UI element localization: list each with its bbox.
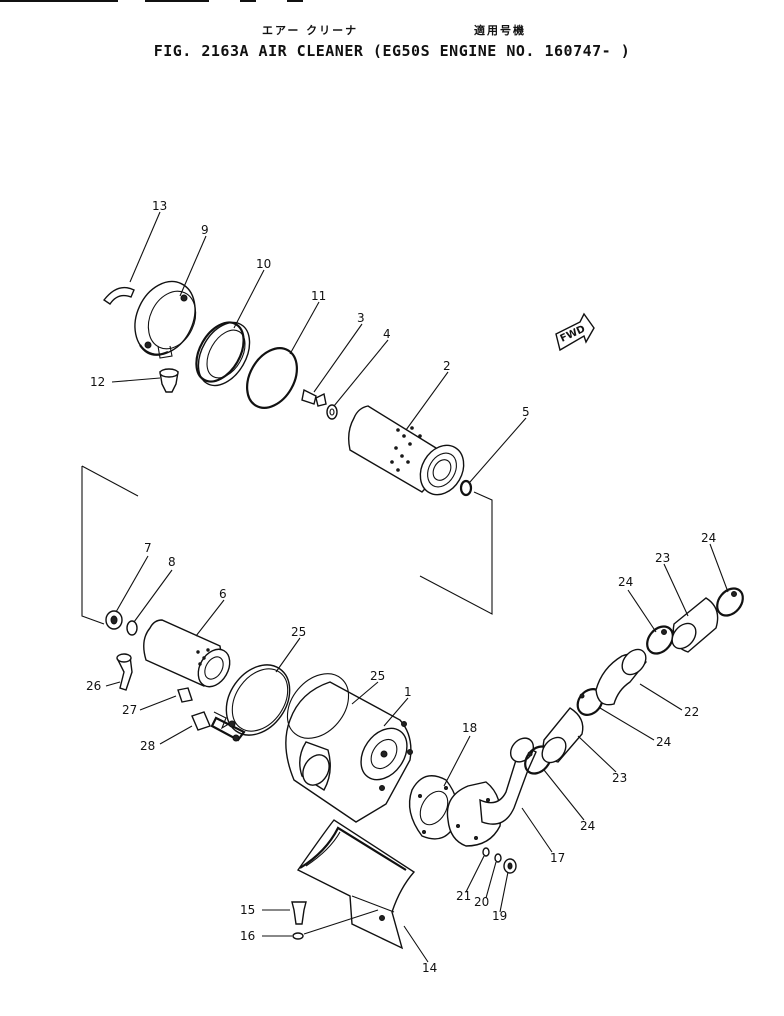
part-17-elbow: [446, 737, 537, 847]
callout-24-mid: 24: [656, 735, 671, 749]
callout-24-upper-right: 24: [701, 531, 716, 545]
callout-2: 2: [443, 359, 451, 373]
callout-labels: 13 9 10 11 3 4 2 5 12 7 8 6 25 25 1 26 2…: [86, 199, 716, 975]
leader-lines: [105, 211, 729, 963]
part-3-wing-nut: [301, 388, 327, 407]
part-24-clamp-upper-left: [646, 625, 674, 655]
top-edge-mark: [287, 0, 303, 2]
part-20-washer: [494, 853, 502, 863]
callout-13: 13: [152, 199, 167, 213]
part-13-clip: [102, 286, 135, 305]
bracket-lines: [81, 465, 493, 625]
callout-1: 1: [404, 685, 412, 699]
callout-21: 21: [456, 889, 471, 903]
callout-26: 26: [86, 679, 101, 693]
part-19-nut: [503, 858, 517, 874]
part-9-cover: [134, 280, 197, 359]
callout-28: 28: [140, 739, 155, 753]
top-edge-mark: [145, 0, 209, 2]
part-1-air-cleaner-body: [285, 673, 413, 823]
callout-12: 12: [90, 375, 105, 389]
part-22-elbow-hose: [595, 648, 647, 706]
part-14-bracket: [296, 819, 416, 950]
top-edge-mark: [240, 0, 256, 2]
callout-6: 6: [219, 587, 227, 601]
part-6-inner-element: [143, 619, 231, 688]
part-23-hose-lower: [541, 707, 584, 764]
part-24-clamp-upper-right: [716, 587, 744, 617]
callout-20: 20: [474, 895, 489, 909]
part-10-element: [195, 321, 251, 387]
part-28-collar: [191, 711, 211, 731]
callout-15: 15: [240, 903, 255, 917]
part-15-bolt: [291, 901, 307, 925]
callout-22: 22: [684, 705, 699, 719]
part-27-collar: [177, 687, 193, 703]
part-21-washer: [482, 847, 490, 857]
callout-8: 8: [168, 555, 176, 569]
part-23-hose-upper: [671, 597, 719, 653]
callout-24-lower: 24: [580, 819, 595, 833]
callout-18: 18: [462, 721, 477, 735]
callout-16: 16: [240, 929, 255, 943]
callout-25-lower: 25: [370, 669, 385, 683]
fwd-arrow-icon: FWD: [555, 312, 595, 352]
callout-10: 10: [256, 257, 271, 271]
callout-7: 7: [144, 541, 152, 555]
callout-17: 17: [550, 851, 565, 865]
figure-title: FIG. 2163A AIR CLEANER (EG50S ENGINE NO.…: [153, 42, 631, 60]
callout-23-upper: 23: [655, 551, 670, 565]
part-7-nut: [105, 610, 123, 630]
part-11-o-ring: [246, 347, 298, 409]
part-4-washer: [326, 404, 338, 420]
part-8-washer: [126, 620, 138, 636]
part-5-o-ring: [459, 479, 473, 497]
callout-4: 4: [383, 327, 391, 341]
part-25-band-upper: [210, 664, 291, 742]
callout-27: 27: [122, 703, 137, 717]
part-2-outer-element: [347, 405, 465, 496]
part-16-washer: [292, 932, 304, 940]
callout-23-lower: 23: [612, 771, 627, 785]
callout-19: 19: [492, 909, 507, 923]
part-26-bolt: [116, 653, 133, 691]
callout-14: 14: [422, 961, 437, 975]
title-japanese-right: 適用号機: [474, 24, 526, 37]
callout-9: 9: [201, 223, 209, 237]
part-12-valve: [159, 368, 179, 393]
callout-11: 11: [311, 289, 326, 303]
callout-24-upper-left: 24: [618, 575, 633, 589]
title-japanese-left: エアー クリーナ: [262, 24, 359, 37]
callout-3: 3: [357, 311, 365, 325]
callout-25-upper: 25: [291, 625, 306, 639]
top-edge-mark: [0, 0, 118, 2]
callout-5: 5: [522, 405, 530, 419]
